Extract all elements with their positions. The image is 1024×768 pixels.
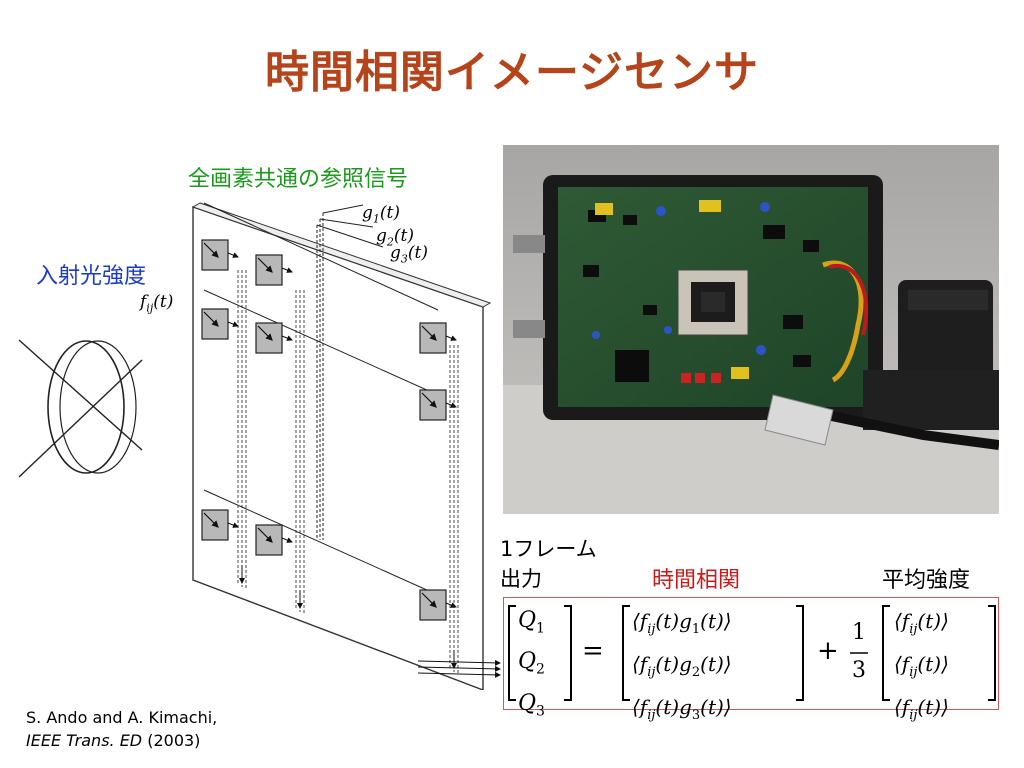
formula-plus: + xyxy=(817,636,839,666)
citation: S. Ando and A. Kimachi, IEEE Trans. ED (… xyxy=(26,706,217,752)
fraction-denominator: 3 xyxy=(852,658,866,683)
sensor-board-photo xyxy=(503,145,999,514)
frame-output-line2: 出力 xyxy=(500,567,542,591)
citation-journal: IEEE Trans. ED xyxy=(26,731,143,750)
lens-icon xyxy=(18,339,143,478)
sensor-array-diagram xyxy=(191,202,501,690)
citation-year: (2003) xyxy=(147,731,201,750)
signal-g1-label: g1(t) xyxy=(362,203,400,226)
average-intensity-label: 平均強度 xyxy=(882,568,971,593)
reference-signal-label: 全画素共通の参照信号 xyxy=(188,167,409,192)
incident-intensity-label: 入射光強度 xyxy=(36,264,147,289)
time-correlation-label: 時間相関 xyxy=(652,568,741,593)
citation-source: IEEE Trans. ED (2003) xyxy=(26,729,217,752)
frame-output-label: 1フレーム 出力 xyxy=(500,534,597,594)
formula-average-terms: ⟨fij(t)⟩ ⟨fij(t)⟩ ⟨fij(t)⟩ xyxy=(894,609,949,723)
formula-brackets xyxy=(508,605,996,701)
pixel-cells xyxy=(201,239,447,621)
signal-g2-label: g2(t) xyxy=(376,226,414,249)
formula-lhs: Q1 Q2 Q3 xyxy=(518,608,545,720)
signal-g3-label: g3(t) xyxy=(390,243,428,266)
fraction-numerator: 1 xyxy=(852,620,866,645)
formula-correlation-terms: ⟨fij(t)g1(t)⟩ ⟨fij(t)g2(t)⟩ ⟨fij(t)g3(t)… xyxy=(632,609,732,723)
frame-output-line1: 1フレーム xyxy=(500,537,597,561)
slide-title: 時間相関イメージセンサ xyxy=(264,47,760,98)
formula-equals: = xyxy=(582,636,604,666)
correlation-formula: Q1 Q2 Q3 = ⟨fij(t)g1(t)⟩ ⟨fij(t)g2(t)⟩ ⟨… xyxy=(503,597,999,723)
input-f-label: fij(t) xyxy=(140,292,174,315)
citation-authors: S. Ando and A. Kimachi, xyxy=(26,708,218,727)
